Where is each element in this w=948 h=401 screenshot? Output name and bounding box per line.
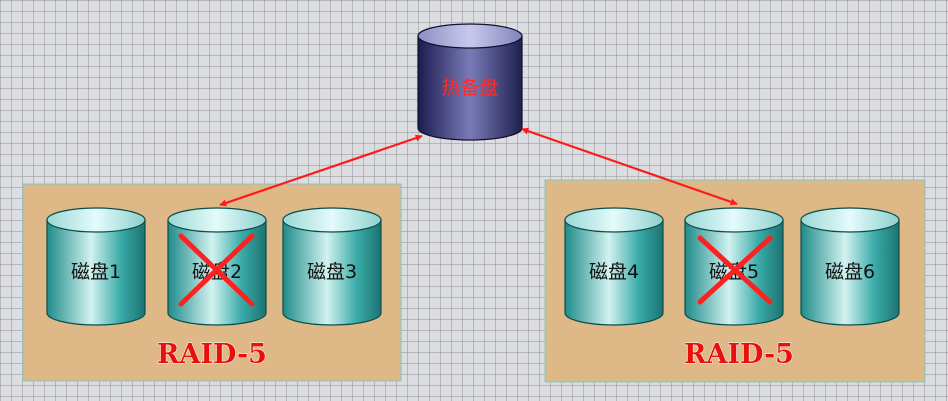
disk-4-label: 磁盘4 — [589, 261, 639, 283]
arrow-hot-spare-to-disk2 — [219, 134, 423, 207]
disk-2: 磁盘2 — [167, 207, 267, 326]
disk-5-failed-cross — [697, 235, 773, 305]
disk-5: 磁盘5 — [684, 207, 784, 326]
disk-6-label: 磁盘6 — [825, 261, 875, 283]
disk-3-label: 磁盘3 — [307, 261, 357, 283]
raid-group-1-label: RAID-5 — [157, 339, 267, 370]
hot-spare-label: 热备盘 — [441, 77, 498, 99]
disk-6: 磁盘6 — [800, 207, 900, 326]
hot-spare-disk: 热备盘 — [417, 23, 523, 141]
arrow-hot-spare-to-disk5 — [521, 127, 738, 206]
disk-2-failed-cross — [178, 233, 255, 307]
disk-4: 磁盘4 — [564, 207, 664, 326]
disk-3: 磁盘3 — [282, 207, 382, 326]
disk-1: 磁盘1 — [46, 207, 146, 326]
raid-group-2-label: RAID-5 — [684, 339, 794, 370]
disk-1-label: 磁盘1 — [71, 261, 121, 283]
